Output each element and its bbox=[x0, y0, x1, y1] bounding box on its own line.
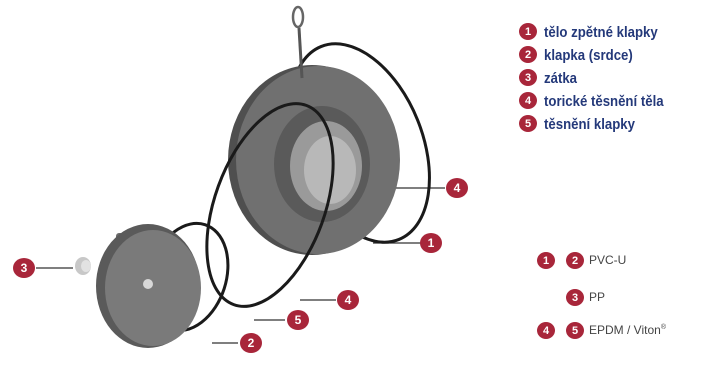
material-text-epdm: EPDM / Viton® bbox=[589, 323, 666, 337]
legend-badge: 1 bbox=[519, 23, 537, 40]
legend-label: těsnění klapky bbox=[544, 114, 635, 136]
material-badge: 2 bbox=[566, 252, 584, 269]
material-text-epdm-label: EPDM / Viton bbox=[589, 323, 661, 337]
callout-badge-5: 5 bbox=[287, 310, 309, 330]
legend-label: klapka (srdce) bbox=[544, 45, 633, 67]
callout-badge-4: 4 bbox=[446, 178, 468, 198]
registered-mark: ® bbox=[661, 324, 666, 331]
callout-badge-4-lower: 4 bbox=[337, 290, 359, 310]
legend-badge: 5 bbox=[519, 115, 537, 132]
legend-badge: 3 bbox=[519, 69, 537, 86]
valve-disc bbox=[96, 224, 201, 348]
callout-badge-1: 1 bbox=[420, 233, 442, 253]
material-badge: 3 bbox=[566, 289, 584, 306]
material-badge: 4 bbox=[537, 322, 555, 339]
valve-body bbox=[228, 65, 400, 255]
legend-label: torické těsnění těla bbox=[544, 91, 664, 113]
legend-badge: 2 bbox=[519, 46, 537, 63]
material-text-pp: PP bbox=[589, 290, 605, 304]
legend-label: zátka bbox=[544, 68, 577, 90]
callout-badge-3: 3 bbox=[13, 258, 35, 278]
material-text-pvc: PVC-U bbox=[589, 253, 626, 267]
material-badge: 5 bbox=[566, 322, 584, 339]
callout-badge-2: 2 bbox=[240, 333, 262, 353]
legend-badge: 4 bbox=[519, 92, 537, 109]
material-badge: 1 bbox=[537, 252, 555, 269]
plug bbox=[75, 257, 91, 275]
legend-label: tělo zpětné klapky bbox=[544, 22, 658, 44]
